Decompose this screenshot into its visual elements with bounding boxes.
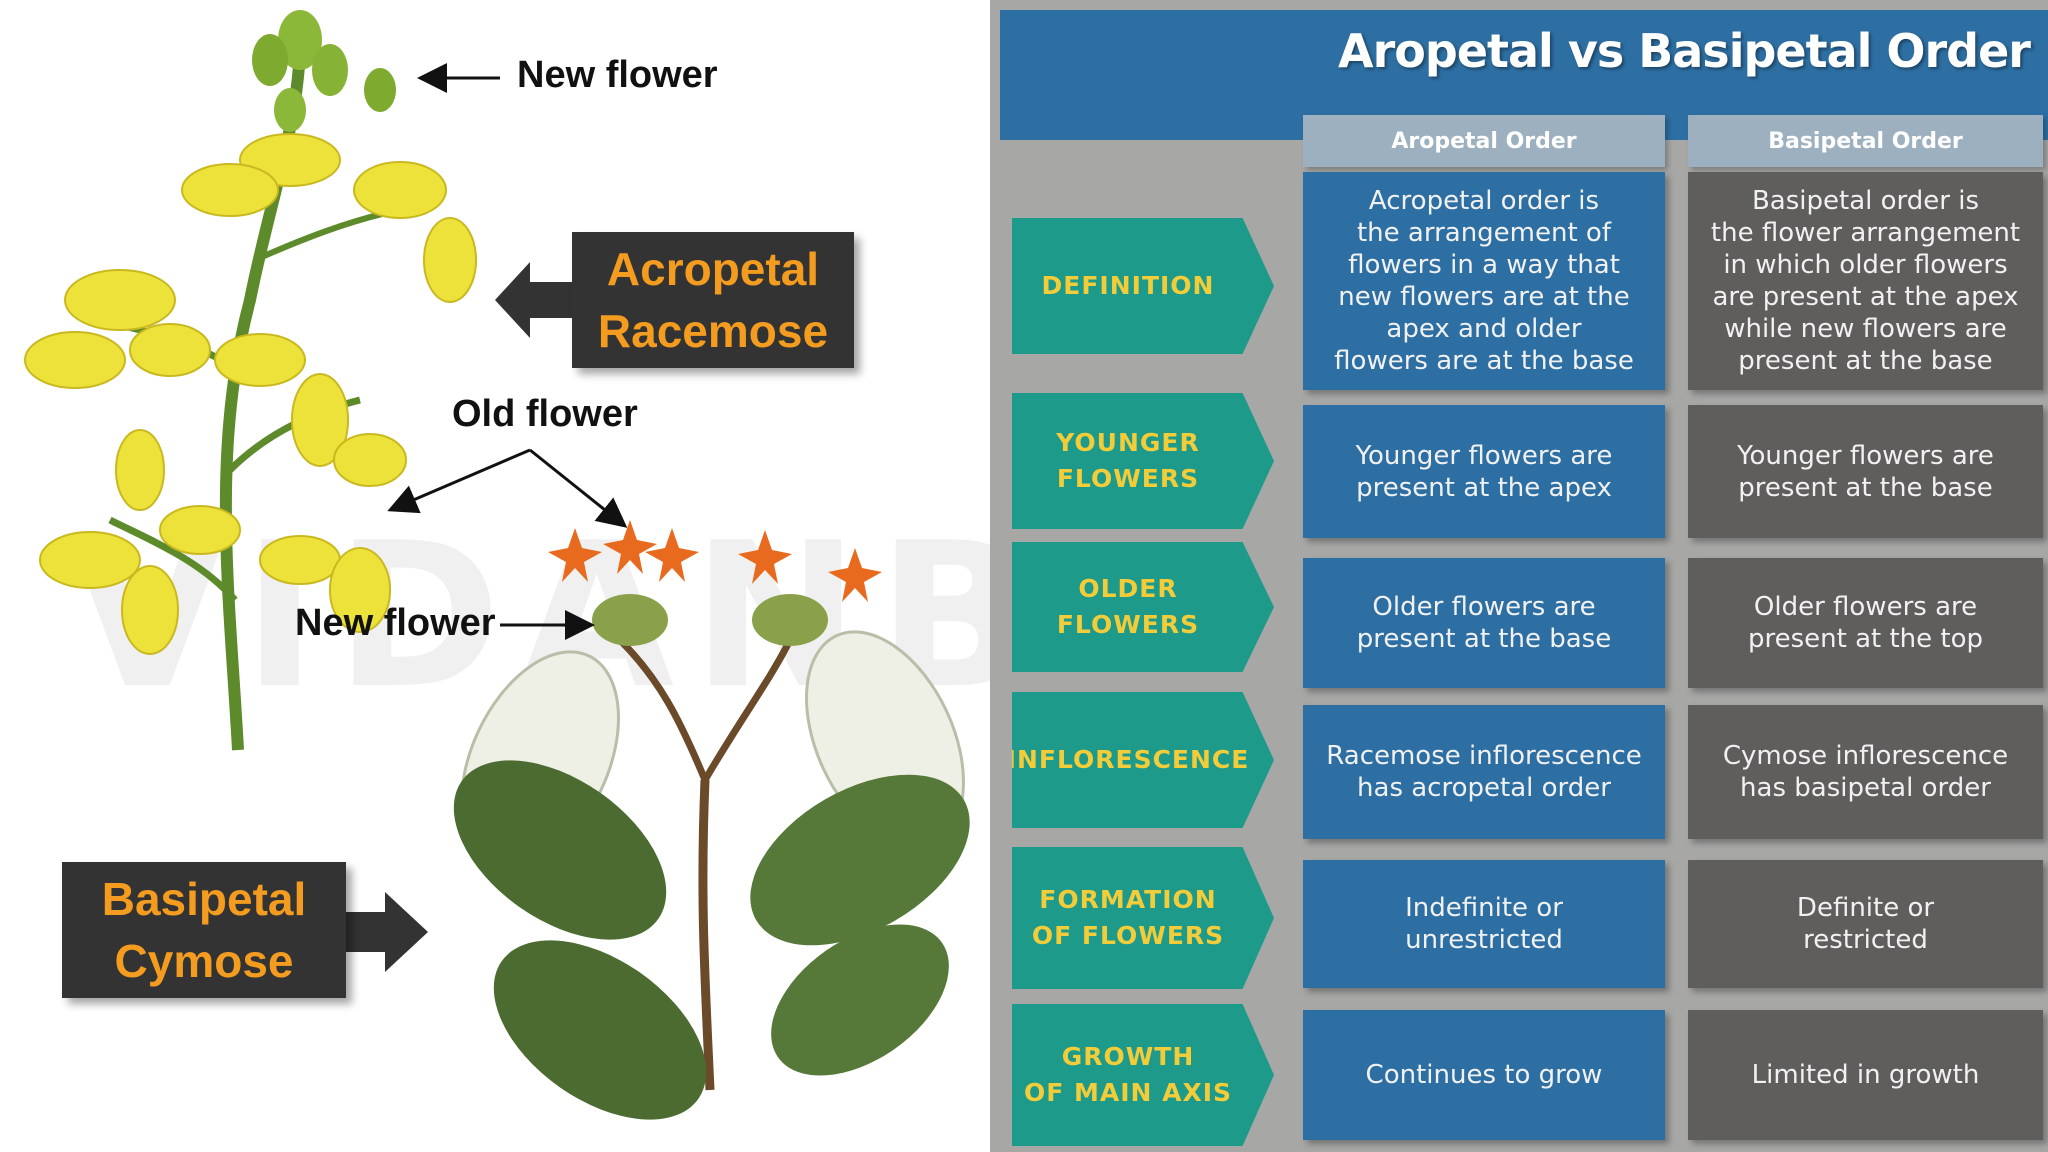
cymose-plant [453,520,970,1120]
acropetal-tag-line2: Racemose [597,305,829,357]
acropetal-block-arrow [495,262,575,338]
basipetal-tag-line2: Cymose [114,935,294,987]
cell-acropetal-definition: Acropetal order is the arrangement of fl… [1303,172,1665,390]
basipetal-tag-line1: Basipetal [101,873,307,925]
cell-acropetal-growth: Continues to grow [1303,1010,1665,1140]
plant-illustration [24,10,970,1120]
basipetal-block-arrow [345,892,428,972]
acropetal-tag-line1: Acropetal [606,243,820,295]
cell-acropetal-inflorescence: Racemose inflorescence has acropetal ord… [1303,705,1665,839]
row-label-formation: FORMATION OF FLOWERS [1012,847,1274,989]
cell-basipetal-definition: Basipetal order is the flower arrangemen… [1688,172,2043,390]
label-new-flower-top: New flower [517,54,718,96]
cell-acropetal-younger: Younger flowers are present at the apex [1303,405,1665,538]
cell-acropetal-formation: Indefinite or unrestricted [1303,860,1665,988]
row-label-definition: DEFINITION [1012,218,1274,354]
cell-basipetal-formation: Definite or restricted [1688,860,2043,988]
cell-basipetal-growth: Limited in growth [1688,1010,2043,1140]
label-new-flower-mid: New flower [295,602,496,644]
acropetal-racemose-tag: Acropetal Racemose [572,232,854,368]
arrow-old-flower-right [529,448,628,528]
col-header-acropetal: Aropetal Order [1303,115,1665,167]
illustration-panel: VIDANBIOLOGY [0,0,990,1152]
row-label-older-flowers: OLDER FLOWERS [1012,542,1274,672]
cell-basipetal-older: Older flowers are present at the top [1688,558,2043,688]
cell-acropetal-older: Older flowers are present at the base [1303,558,1665,688]
row-label-growth: GROWTH OF MAIN AXIS [1012,1004,1274,1146]
row-label-younger-flowers: YOUNGER FLOWERS [1012,393,1274,529]
label-old-flower: Old flower [452,393,638,435]
comparison-table-panel: Aropetal vs Basipetal Order Aropetal Ord… [990,0,2048,1152]
racemose-plant [24,10,477,751]
arrow-old-flower-left [387,448,531,514]
cell-basipetal-inflorescence: Cymose inflorescence has basipetal order [1688,705,2043,839]
cell-basipetal-younger: Younger flowers are present at the base [1688,405,2043,538]
row-label-inflorescence: INFLORESCENCE [1012,692,1274,828]
table-title: Aropetal vs Basipetal Order [1338,24,2031,78]
col-header-basipetal: Basipetal Order [1688,115,2043,167]
basipetal-cymose-tag: Basipetal Cymose [62,862,346,998]
